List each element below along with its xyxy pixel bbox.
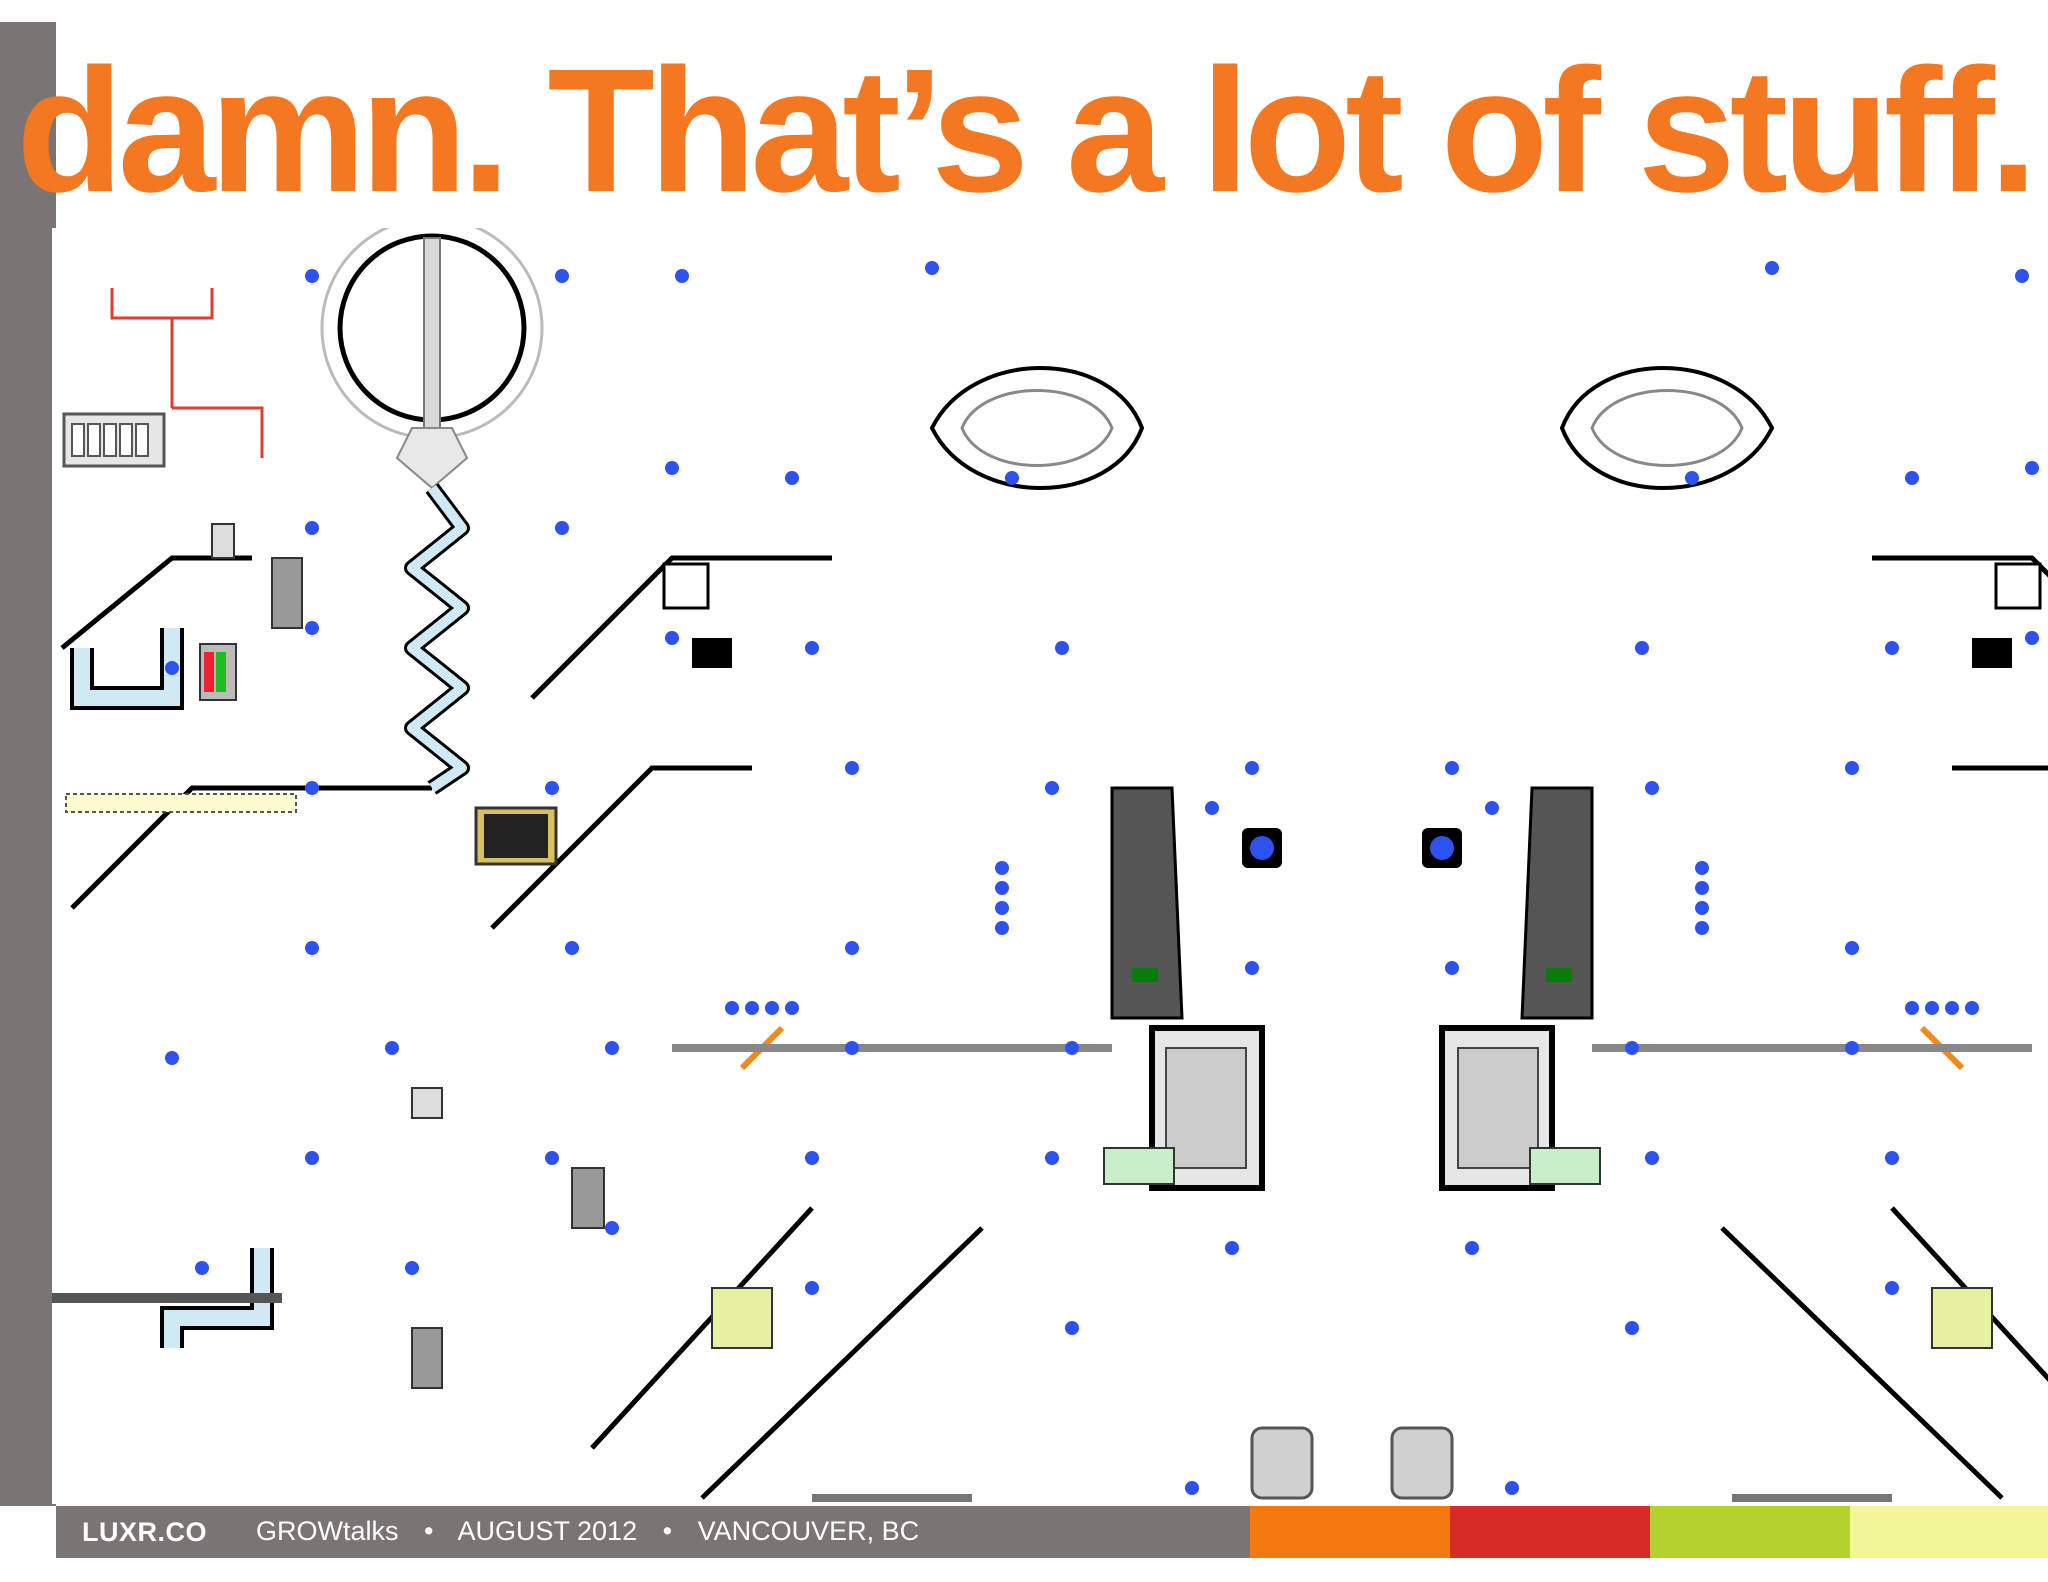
footer-date: AUGUST 2012 (457, 1516, 638, 1546)
footer-brand: LUXR.CO (82, 1517, 207, 1547)
footer-meta: GROWtalks • AUGUST 2012 • VANCOUVER, BC (256, 1506, 919, 1556)
slide-footer: LUXR.CO GROWtalks • AUGUST 2012 • VANCOU… (56, 1506, 2048, 1558)
left-frame-bar (0, 22, 56, 1506)
footer-location: VANCOUVER, BC (697, 1516, 920, 1546)
machine-half-left (52, 228, 1314, 1502)
footer-event: GROWtalks (256, 1516, 399, 1546)
footer-swatch-yellow (1850, 1506, 2048, 1558)
footer-swatch-red (1450, 1506, 1650, 1558)
footer-separator: • (662, 1516, 673, 1546)
footer-swatch-green (1650, 1506, 1850, 1558)
footer-separator: • (424, 1516, 434, 1546)
slide-title: damn. That’s a lot of stuff. (16, 33, 2038, 229)
footer-swatch-orange (1250, 1506, 1450, 1558)
pixel-art-machine-map (52, 228, 2048, 1504)
